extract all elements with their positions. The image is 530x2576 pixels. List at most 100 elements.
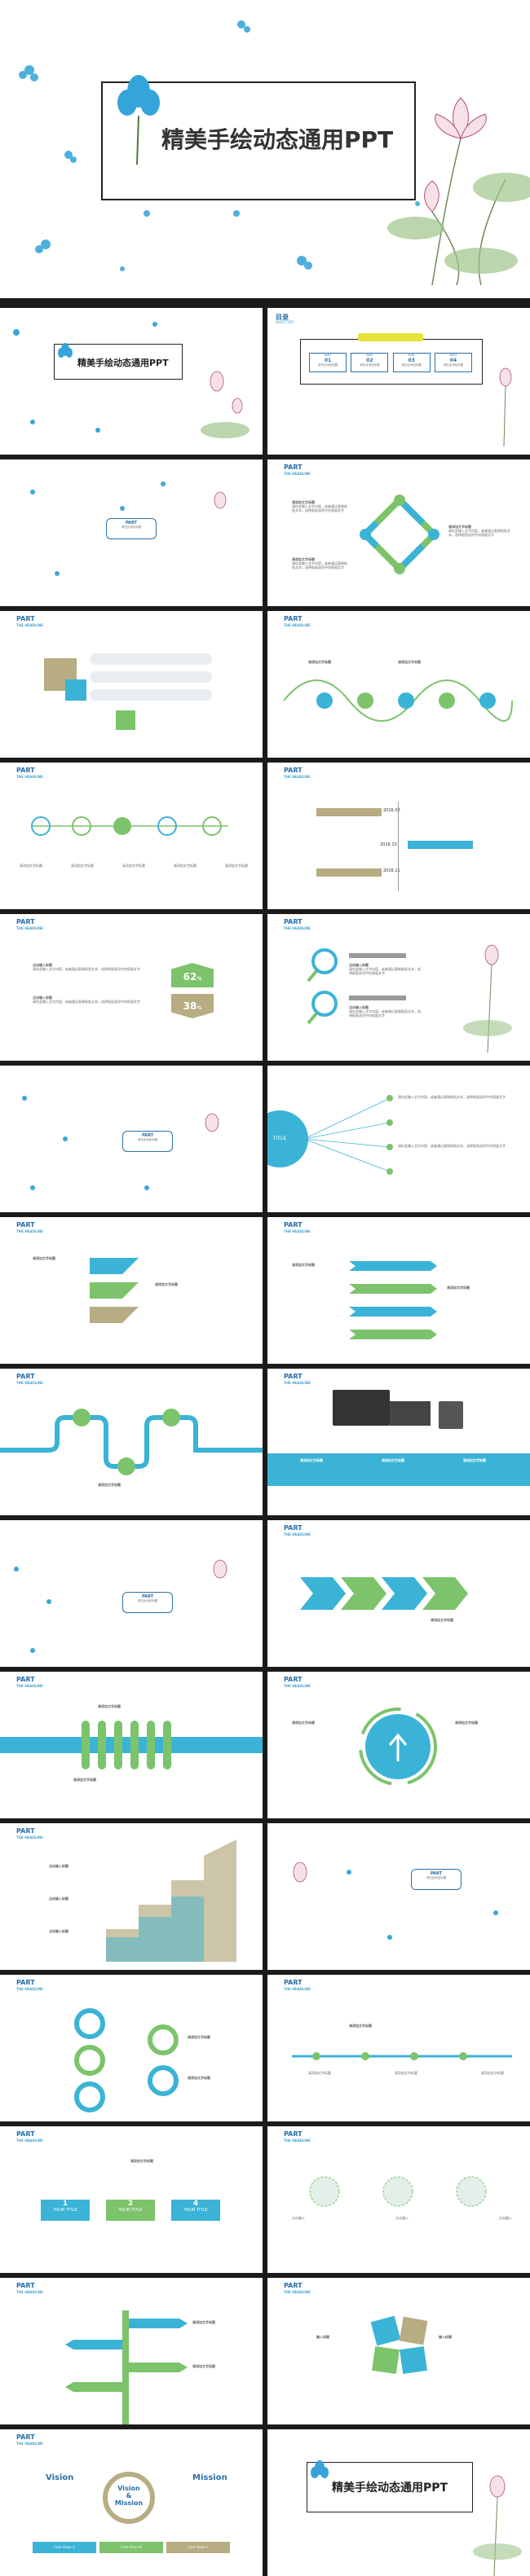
title-frame: 精美手绘动态通用PPT [54, 343, 183, 380]
text-block: 请添加文字标题 [33, 1256, 55, 1260]
text-block: 点击输入标题 [49, 1897, 68, 1901]
timeline-bar: 输入标题内容 [316, 868, 382, 881]
laptop-image [390, 1401, 431, 1426]
toc-num: 02 [366, 357, 373, 363]
text-block: 请添加文字标题 [308, 660, 331, 664]
chevron-row [300, 1577, 468, 1610]
ring-list [74, 2008, 179, 2112]
toc-part: PART [366, 354, 373, 357]
toc-item-label: 请在此添加标题 [317, 363, 338, 367]
timeline-bar: 输入标题内容 [408, 841, 473, 854]
snake-path [0, 1409, 263, 1475]
text-block: 请添加文字标题 [431, 1618, 453, 1622]
text-block: 点击输入标题 [49, 1864, 68, 1868]
text-block: 请添加文字标题 [73, 1778, 96, 1782]
puzzle-tile [399, 2316, 428, 2345]
text-block: 请添加文字标题 [300, 1458, 323, 1462]
toc-num: 03 [408, 357, 415, 363]
wave-band [0, 1721, 263, 1769]
toc-item-label: 请在此添加标题 [443, 363, 464, 367]
text-block: 输入标题 [439, 2335, 452, 2339]
cover-slide: 精美手绘动态通用PPT [0, 0, 530, 298]
toc-item-label: 请在此添加标题 [360, 363, 380, 367]
row-pill [90, 653, 212, 665]
percent-badge-b: 38% [171, 994, 214, 1018]
end-title-frame: 精美手绘动态通用PPT [307, 2460, 473, 2512]
toc-banner [358, 333, 423, 341]
part-card: PART 请在此添加标题 [106, 518, 157, 539]
icon-row [31, 816, 228, 836]
toc-part: PART [449, 354, 457, 357]
flower-scatter-decoration [30, 481, 227, 576]
lotus-small [463, 944, 512, 1053]
timeline-date: 2016.10 [380, 842, 397, 847]
flower-scatter-decoration [19, 20, 420, 271]
timeline-bar: 输入标题内容 [316, 808, 382, 821]
text-block: 点击输入标题 [49, 1929, 68, 1933]
text-block: 请添加文字标题 [98, 1704, 121, 1708]
cycle-diagram [360, 495, 439, 574]
slide-title: 精美手绘动态通用PPT [77, 358, 169, 368]
text-block: 请添加文字标题 [292, 1263, 315, 1267]
text-block: 请添加文字标题 [188, 2076, 210, 2080]
toc-item-label: 请在此添加标题 [401, 363, 422, 367]
blue-iris-icon [117, 75, 160, 165]
step-labels: 请添加文字标题请添加文字标题请添加文字标题 [308, 2071, 504, 2075]
signpost-diagram [65, 2310, 188, 2424]
wave-circles-diagram [283, 679, 513, 722]
toc-part: PART [324, 354, 332, 357]
timeline-axis [398, 802, 399, 891]
flower-scatter-decoration [22, 1096, 219, 1190]
ribbon-diagram [90, 1258, 139, 1323]
text-block: 请添加文字标题 [349, 2024, 372, 2028]
mission-label: Mission [192, 2473, 227, 2482]
text-block: 请添加文字标题请在此输入文字内容，或者通过复制粘贴文本，选择粘贴选项中仅保留文字 [448, 525, 510, 537]
monitor-image [333, 1390, 390, 1426]
text-block: 请添加文字标题 [130, 2159, 153, 2163]
text-block: 请添加文字标题 [192, 2320, 215, 2324]
core-value-c: Core Value C [166, 2542, 230, 2553]
flower-scatter-decoration [293, 1862, 498, 1940]
text-block: 点击输入标题请在此输入文字内容，或者通过复制粘贴文本，选择粘贴选项中仅保留文字 [349, 963, 421, 975]
icon-labels: 请添加文字标题请添加文字标题请添加文字标题请添加文字标题请添加文字标题 [20, 864, 248, 868]
text-block: 请添加文字标题 [447, 1286, 470, 1290]
timeline-date: 2016.08 [383, 808, 400, 813]
